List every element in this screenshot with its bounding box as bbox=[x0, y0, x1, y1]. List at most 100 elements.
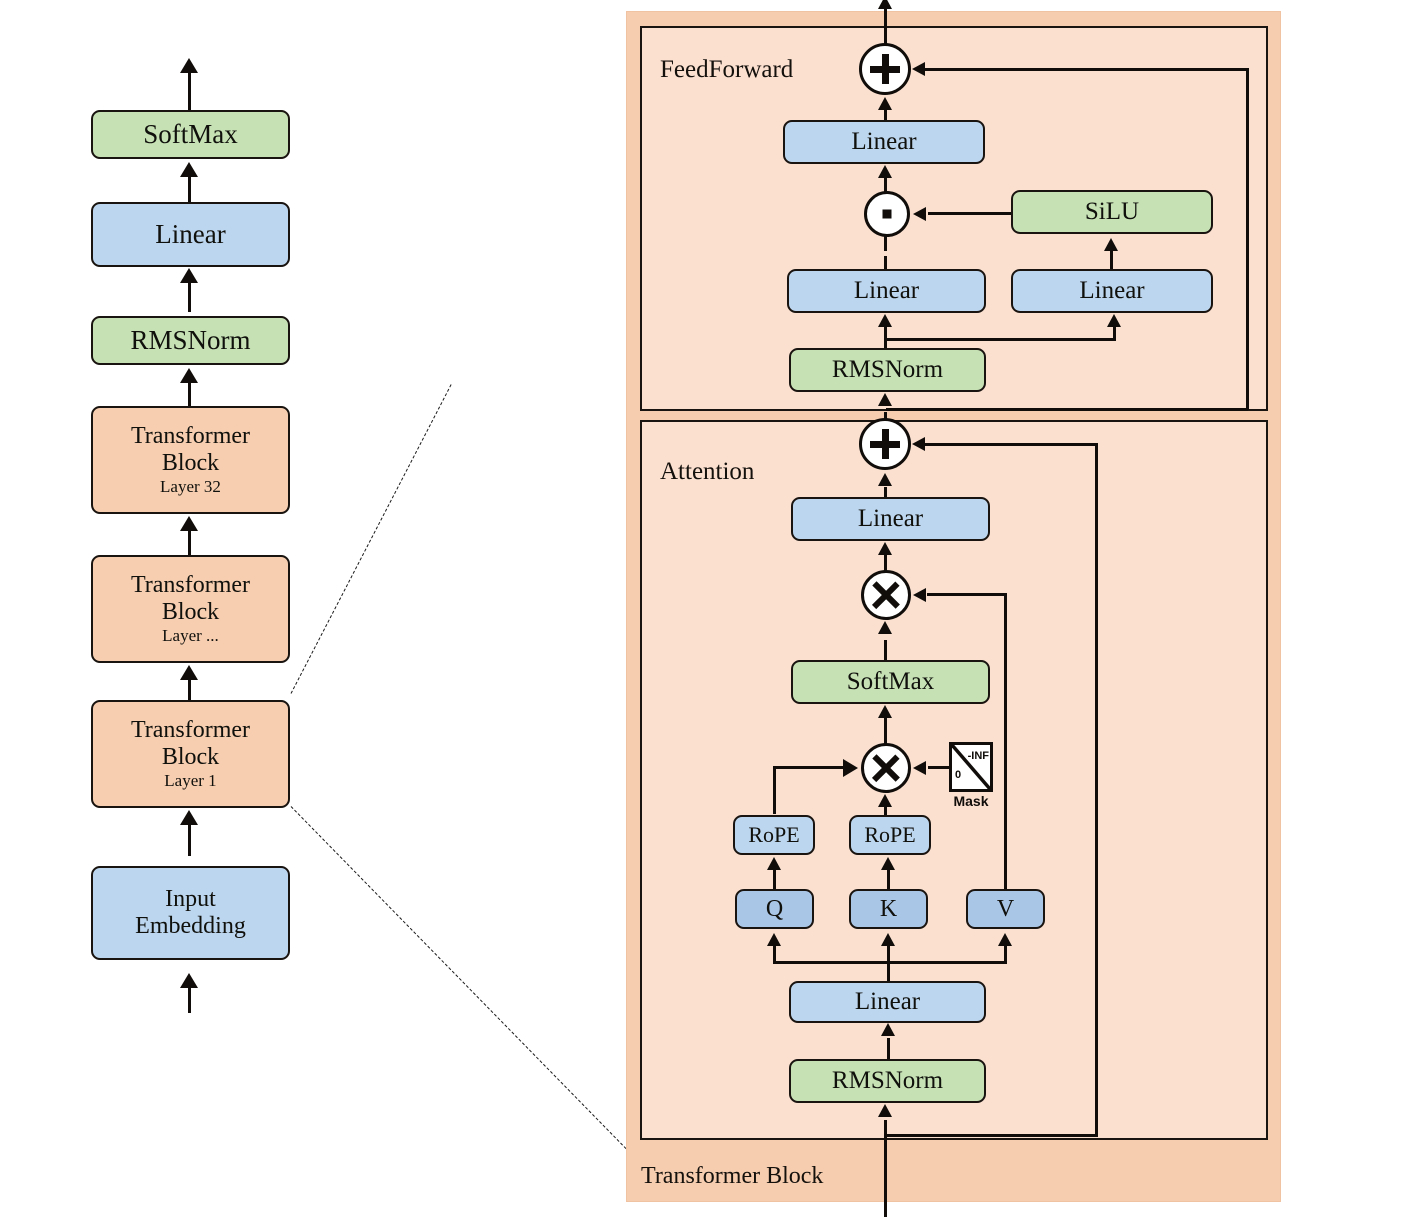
stack-node-input-embedding[interactable]: Input Embedding bbox=[91, 866, 290, 960]
qkv-fanout-to-k-arrowhead bbox=[881, 933, 895, 946]
feedforward-add-operator[interactable] bbox=[859, 43, 911, 95]
ff-norm-to-gate-line2 bbox=[884, 326, 887, 340]
attn-rope-k[interactable]: RoPE bbox=[849, 815, 931, 855]
attention-add-operator[interactable] bbox=[859, 418, 911, 470]
feedforward-residual-top-horizontal bbox=[925, 68, 1249, 71]
stack-node-softmax-label: SoftMax bbox=[143, 119, 238, 150]
ff-rmsnorm[interactable]: RMSNorm bbox=[789, 348, 986, 392]
ff-up-linear-label: Linear bbox=[1079, 277, 1145, 304]
mask-neg-inf-label: -INF bbox=[967, 750, 989, 762]
ff-silu[interactable]: SiLU bbox=[1011, 190, 1213, 234]
mask-to-matmulqk-line bbox=[928, 766, 950, 769]
feedforward-multiply-operator[interactable] bbox=[864, 191, 910, 237]
qkv-fanout-horizontal bbox=[773, 961, 1007, 964]
stack-node-blockdots-title2: Block bbox=[161, 599, 220, 626]
ff-mul-to-outlinear-line2 bbox=[884, 178, 887, 192]
ff-output-linear[interactable]: Linear bbox=[783, 120, 985, 164]
ff-gate-linear[interactable]: Linear bbox=[787, 269, 986, 313]
v-to-matmulav-horizontal bbox=[927, 593, 1007, 596]
attn-rope-q-label: RoPE bbox=[748, 821, 800, 847]
matmulqk-to-softmax-line2 bbox=[884, 718, 887, 734]
qkv-linear-to-fanout bbox=[887, 961, 890, 983]
ropeq-to-matmulqk-arrowhead bbox=[843, 759, 858, 777]
attn-output-linear[interactable]: Linear bbox=[791, 497, 990, 541]
stack-link-rmsnorm-linear-arrowhead bbox=[180, 268, 198, 283]
stack-node-transformer-block-dots[interactable]: Transformer Block Layer ... bbox=[91, 555, 290, 663]
stack-node-softmax[interactable]: SoftMax bbox=[91, 110, 290, 159]
stack-link-block32-rmsnorm bbox=[188, 380, 191, 410]
stack-node-rmsnorm[interactable]: RMSNorm bbox=[91, 316, 290, 365]
attention-mask-caption: Mask bbox=[953, 793, 989, 809]
qkv-fanout-to-v-arrowhead bbox=[998, 933, 1012, 946]
ropek-to-matmulqk-line2 bbox=[884, 806, 887, 816]
stack-node-block32-title: Transformer bbox=[130, 423, 251, 450]
attention-residual-bottom-horizontal bbox=[886, 1134, 1098, 1137]
stack-link-embedding-block1-arrowhead bbox=[180, 810, 198, 825]
stack-node-block1-title: Transformer bbox=[130, 717, 251, 744]
ff-output-linear-label: Linear bbox=[851, 128, 917, 155]
feedforward-label: FeedForward bbox=[660, 56, 794, 83]
stack-input-arrowhead bbox=[180, 973, 198, 988]
k-to-ropek-line bbox=[887, 870, 890, 890]
silu-to-mul-line bbox=[928, 212, 1012, 215]
stack-node-input-title2: Embedding bbox=[135, 913, 246, 939]
q-to-ropeq-line bbox=[773, 870, 776, 890]
k-to-ropek-arrowhead bbox=[881, 857, 895, 870]
attention-label: Attention bbox=[660, 458, 755, 485]
qkv-fanout-to-q-arrowhead bbox=[767, 933, 781, 946]
stack-link-block32-rmsnorm-arrowhead bbox=[180, 368, 198, 383]
attention-matmul-qk-operator[interactable] bbox=[861, 743, 911, 793]
zoom-leader-line-top bbox=[290, 384, 452, 694]
softmax-to-matmulav-line bbox=[884, 640, 887, 662]
ff-norm-to-up-line bbox=[1113, 326, 1116, 340]
stack-node-linear-label: Linear bbox=[155, 219, 226, 250]
softmax-to-matmulav-arrowhead bbox=[878, 621, 892, 634]
stack-node-block1-layer: Layer 1 bbox=[164, 771, 217, 791]
attn-softmax[interactable]: SoftMax bbox=[791, 660, 990, 704]
ropeq-to-matmulqk-vertical bbox=[773, 766, 776, 814]
attn-rope-q[interactable]: RoPE bbox=[733, 815, 815, 855]
ff-uplinear-to-silu-arrowhead bbox=[1104, 238, 1118, 251]
attention-matmul-av-operator[interactable] bbox=[861, 570, 911, 620]
stack-link-embedding-block1 bbox=[188, 822, 191, 856]
stack-node-transformer-block-1[interactable]: Transformer Block Layer 1 bbox=[91, 700, 290, 808]
attn-qkv-linear[interactable]: Linear bbox=[789, 981, 986, 1023]
stack-node-linear[interactable]: Linear bbox=[91, 202, 290, 267]
ff-gate-linear-label: Linear bbox=[853, 277, 920, 304]
mask-zero-label: 0 bbox=[955, 769, 962, 781]
feedforward-residual-arrowhead bbox=[912, 62, 925, 76]
ff-outlinear-to-add-line bbox=[884, 110, 887, 128]
attention-residual-top-horizontal bbox=[925, 443, 1098, 446]
stack-input-line bbox=[188, 985, 191, 1013]
stack-node-rmsnorm-label: RMSNorm bbox=[130, 325, 251, 356]
ropeq-to-matmulqk-horizontal bbox=[773, 766, 846, 769]
stack-link-blockdots-block32 bbox=[188, 528, 191, 558]
attn-v-label: V bbox=[996, 895, 1015, 922]
zoom-leader-line-bottom bbox=[290, 806, 644, 1167]
ff-mul-to-outlinear-line bbox=[884, 235, 887, 251]
attention-mask-icon[interactable]: -INF 0 bbox=[949, 742, 993, 792]
ff-rmsnorm-label: RMSNorm bbox=[831, 356, 944, 383]
feedforward-residual-vertical bbox=[1246, 70, 1249, 410]
attn-outlinear-to-add-arrowhead bbox=[878, 473, 892, 486]
stack-link-block1-blockdots-arrowhead bbox=[180, 665, 198, 680]
attn-q-label: Q bbox=[765, 895, 784, 922]
attn-k-box[interactable]: K bbox=[849, 889, 928, 929]
stack-node-block32-title2: Block bbox=[161, 450, 220, 477]
attn-qkv-linear-label: Linear bbox=[854, 988, 921, 1015]
stack-node-transformer-block-32[interactable]: Transformer Block Layer 32 bbox=[91, 406, 290, 514]
attention-residual-arrowhead bbox=[912, 437, 925, 451]
attn-q-box[interactable]: Q bbox=[735, 889, 814, 929]
attn-rmsnorm[interactable]: RMSNorm bbox=[789, 1059, 986, 1103]
stack-node-blockdots-title: Transformer bbox=[130, 572, 251, 599]
stack-link-rmsnorm-linear bbox=[188, 280, 191, 312]
feedforward-residual-bottom-horizontal bbox=[886, 408, 1248, 411]
attention-residual-vertical bbox=[1095, 444, 1098, 1136]
ff-up-linear[interactable]: Linear bbox=[1011, 269, 1213, 313]
attn-v-box[interactable]: V bbox=[966, 889, 1045, 929]
block-output-line bbox=[884, 0, 887, 47]
transformer-block-container-label: Transformer Block bbox=[641, 1163, 824, 1189]
attnadd-to-ffnorm-arrowhead bbox=[878, 393, 892, 406]
v-to-matmulav-arrowhead bbox=[913, 588, 926, 602]
